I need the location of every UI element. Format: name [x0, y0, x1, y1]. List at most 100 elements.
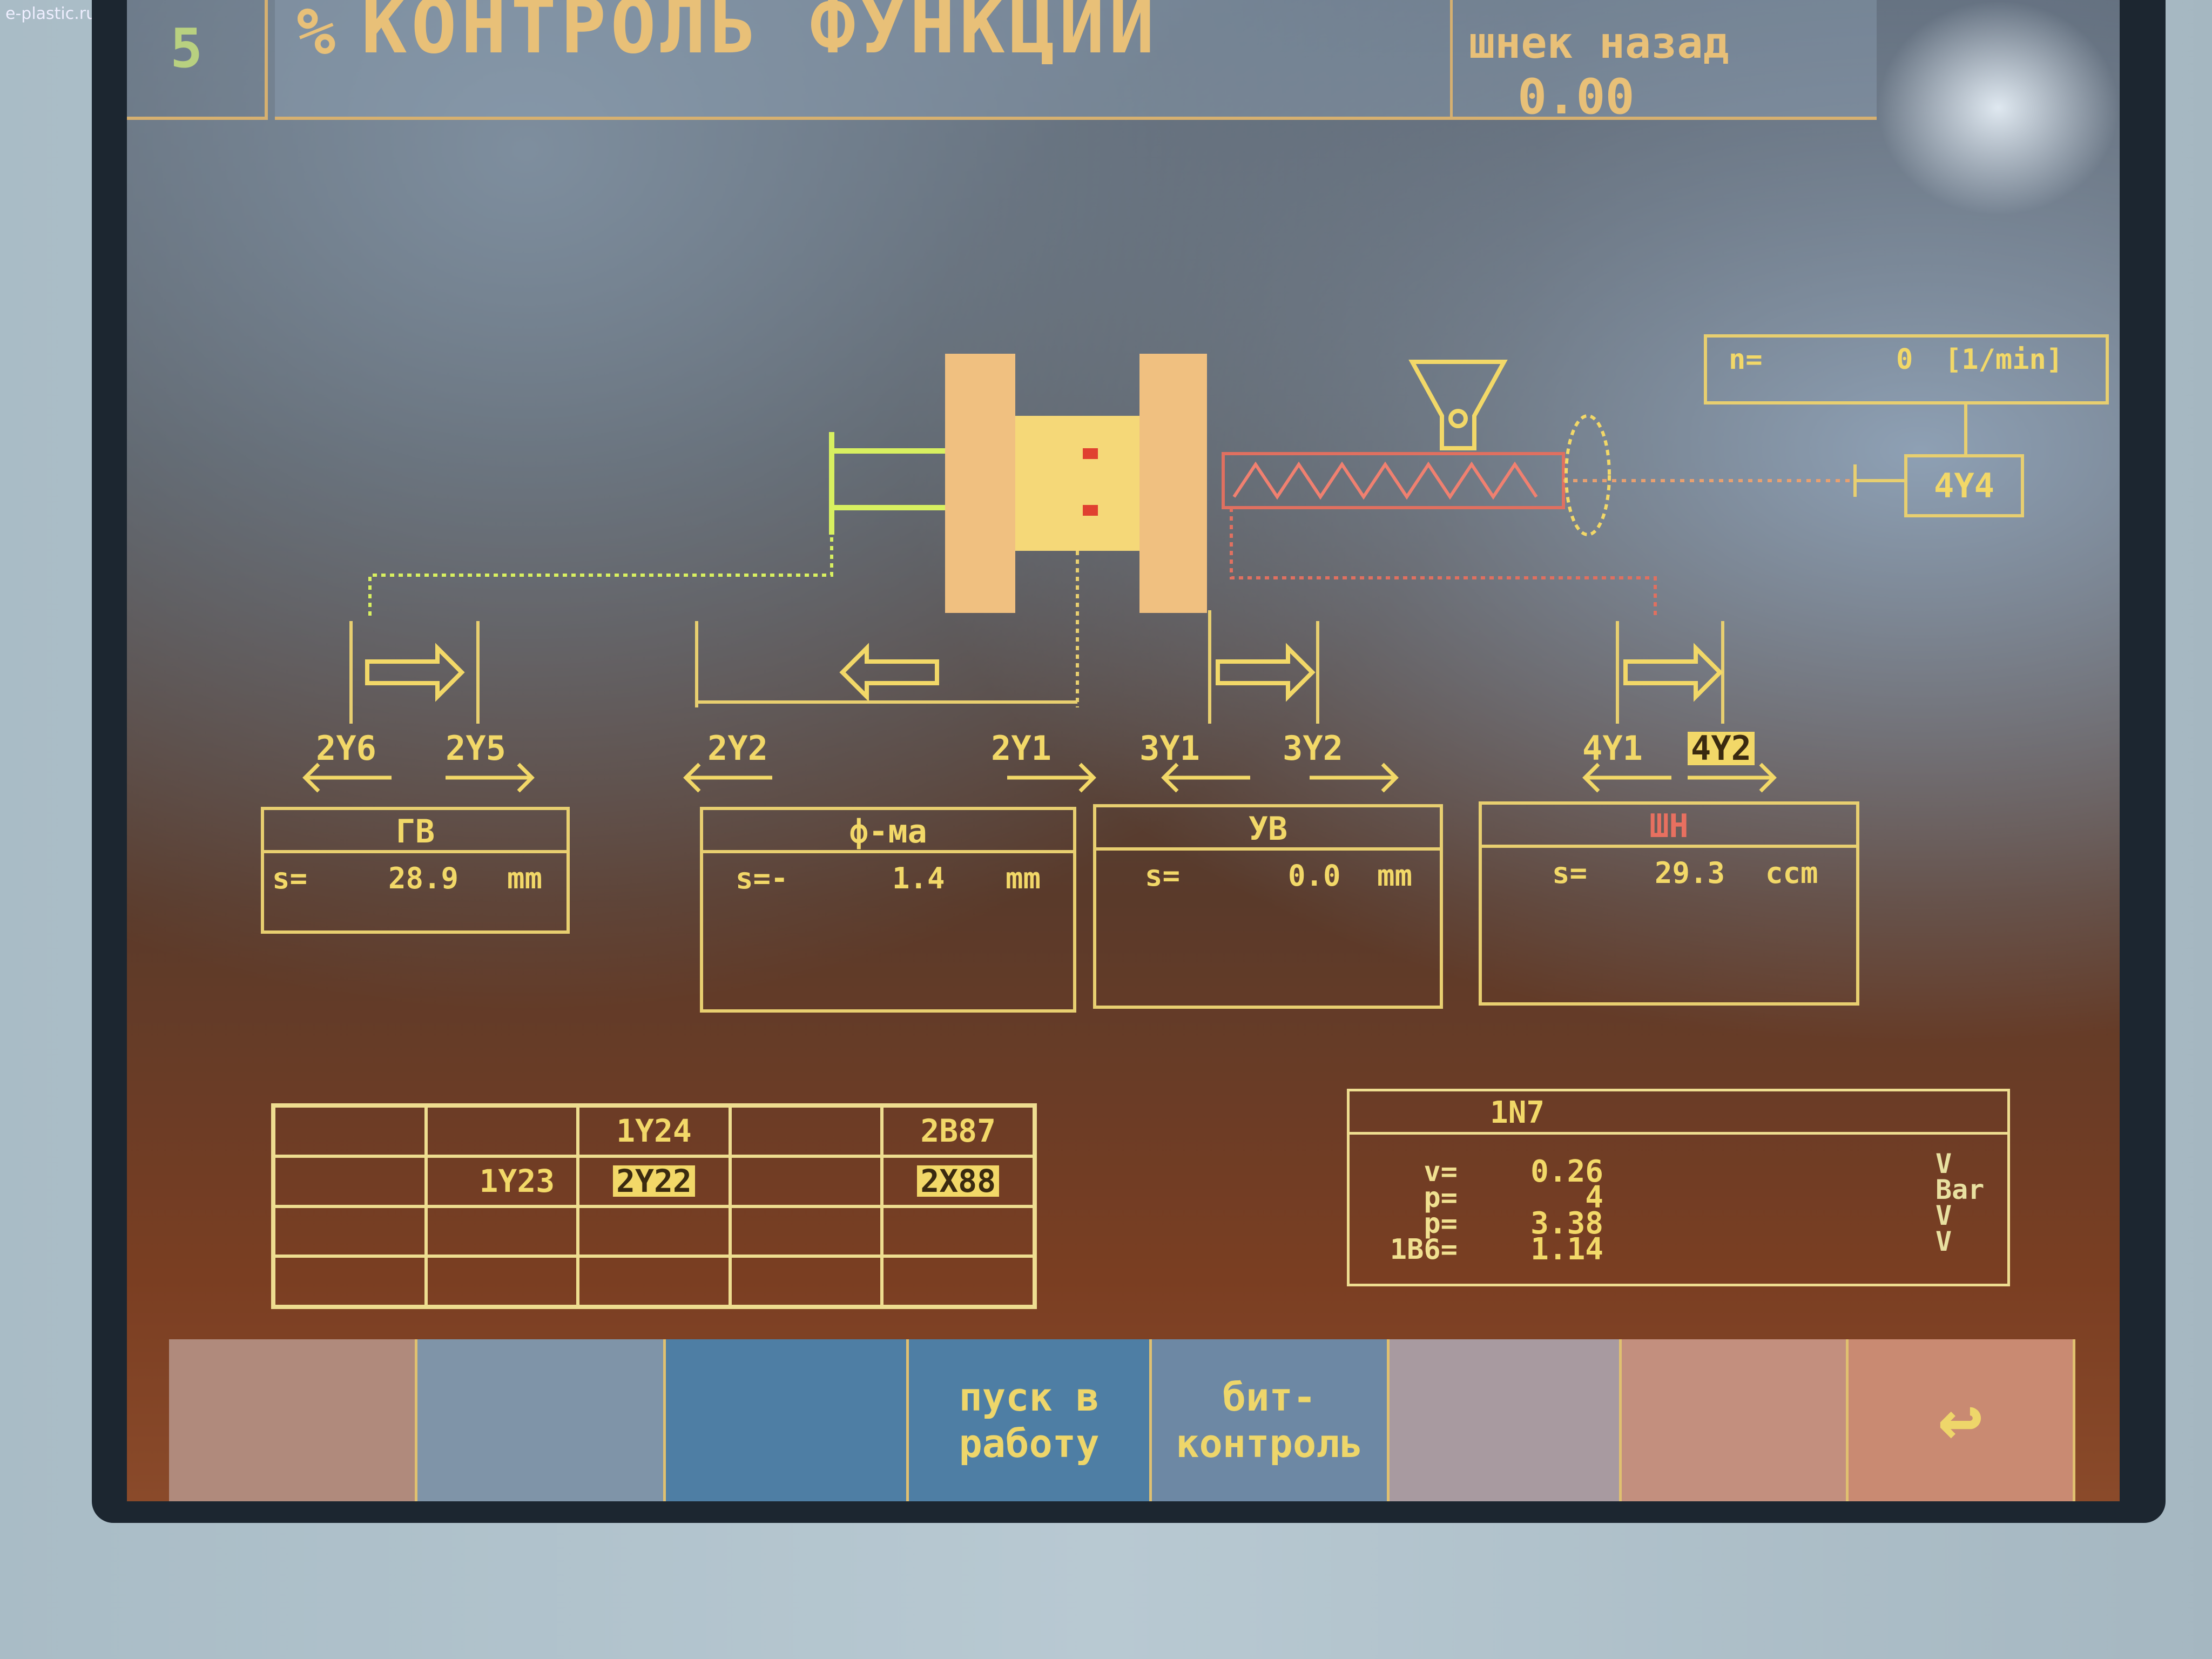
mould-arrow-left-icon [839, 643, 939, 702]
box-label: s= [272, 861, 308, 895]
sensor-unit-v: V [1936, 1148, 1952, 1179]
box-unit: mm [507, 861, 543, 895]
box-unit: mm [1006, 861, 1041, 895]
sensor-value-v: 0.26 [1530, 1154, 1603, 1189]
box-value: 0.0 [1288, 859, 1341, 893]
sensor-unit-bar: Bar [1936, 1174, 1985, 1205]
table-cell [426, 1206, 578, 1257]
sensor-title: 1N7 [1490, 1095, 1545, 1130]
sensor-values: 0.26 4 3.38 1.14 [1495, 1154, 1603, 1265]
table-cell: 2Y22 [578, 1156, 730, 1206]
box-label: s=- [736, 861, 788, 895]
sensor-labels: v= p= p= 1B6= [1366, 1156, 1458, 1264]
table-cell [882, 1256, 1034, 1306]
fixed-platen [1139, 354, 1207, 613]
carriage-box: УВ s= 0.0 mm [1093, 804, 1443, 1009]
moving-platen [945, 354, 1015, 613]
sensor-unit-v3: V [1936, 1226, 1952, 1257]
valve-4y4-box: 4Y4 [1904, 454, 2024, 517]
table-cell [274, 1106, 426, 1156]
sensor-unit-v2: V [1936, 1200, 1952, 1231]
softkey-back[interactable]: ↩ [1849, 1339, 2075, 1501]
page-title: КОНТРОЛЬ ФУНКЦИЙ [361, 0, 1159, 71]
box-title: ГВ [264, 810, 567, 853]
table-cell [730, 1156, 882, 1206]
box-unit: mm [1377, 859, 1413, 893]
table-cell [274, 1156, 426, 1206]
table-cell [274, 1256, 426, 1306]
rpm-value: 0 [1896, 343, 1913, 376]
valve-4y4-label: 4Y4 [1934, 466, 1994, 505]
box-value: 29.3 [1655, 856, 1725, 890]
table-cell [882, 1206, 1034, 1257]
hmi-screen: 5 % КОНТРОЛЬ ФУНКЦИЙ шнек назад 0.00 n= … [127, 0, 2120, 1501]
sensor-units: V Bar V V [1936, 1148, 1985, 1257]
box-value: 28.9 [388, 861, 459, 895]
direction-arrows [365, 643, 1723, 702]
rpm-label: n= [1729, 343, 1763, 376]
softkey-6[interactable] [1390, 1339, 1622, 1501]
table-cell [274, 1206, 426, 1257]
table-cell: 1Y24 [578, 1106, 730, 1156]
table-cell [578, 1206, 730, 1257]
clamp-box: ГВ s= 28.9 mm [261, 807, 570, 934]
table-cell [730, 1206, 882, 1257]
valve-4y4-connector [1853, 404, 1967, 497]
table-cell [730, 1256, 882, 1306]
screw-back-label: шнек назад [1469, 18, 1729, 68]
valve-2y6: 2Y6 [316, 729, 376, 768]
injection-barrel [1222, 452, 1855, 509]
box-label: s= [1145, 859, 1181, 893]
screw-box: ШН s= 29.3 ccm [1479, 801, 1859, 1006]
table-cell [730, 1106, 882, 1156]
sensor-value-p-volt: 3.38 [1530, 1206, 1603, 1241]
table-cell [578, 1256, 730, 1306]
screw-arrow-right-icon [1623, 643, 1723, 702]
mould-box: ф-ма s=- 1.4 mm [700, 807, 1076, 1013]
table-cell [426, 1106, 578, 1156]
softkey-start-operation[interactable]: пуск в работу [909, 1339, 1152, 1501]
mould-indicator [1083, 448, 1098, 459]
hopper-icon [1408, 360, 1508, 450]
return-arrow-icon: ↩ [1938, 1376, 1984, 1464]
io-2y22-active: 2Y22 [613, 1165, 695, 1197]
feedback-lines [368, 508, 1657, 707]
rpm-box: n= 0 [1/min] [1704, 334, 2109, 404]
valve-4y1: 4Y1 [1582, 729, 1643, 768]
valve-3y2: 3Y2 [1283, 729, 1343, 768]
box-value: 1.4 [892, 861, 945, 895]
sensor-1n7-box: 1N7 v= p= p= 1B6= 0.26 4 3.38 1.14 V Bar… [1347, 1089, 2010, 1286]
softkey-2[interactable] [417, 1339, 666, 1501]
sensor-label-p-volt: p= [1424, 1208, 1458, 1240]
sensor-label-v: v= [1424, 1156, 1458, 1188]
clamp-cylinder [829, 432, 948, 535]
softkey-1[interactable] [169, 1339, 417, 1501]
mould [1015, 416, 1139, 551]
softkey-7[interactable] [1622, 1339, 1849, 1501]
screw-back-cell: шнек назад 0.00 [1453, 0, 1877, 125]
io-1y24: 1Y24 [616, 1112, 692, 1150]
glare [1877, 0, 2120, 216]
page-number-cell: 5 [127, 0, 268, 120]
softkey-3[interactable] [666, 1339, 909, 1501]
screw-back-value: 0.00 [1518, 69, 1635, 125]
machine-diagram [302, 354, 1967, 793]
io-1y23: 1Y23 [479, 1163, 555, 1200]
table-cell: 1Y23 [426, 1156, 578, 1206]
io-table: 1Y24 2B87 1Y23 2Y22 2X88 [271, 1103, 1037, 1309]
sensor-label-p: p= [1424, 1182, 1458, 1214]
softkey-bit-control[interactable]: бит-контроль [1152, 1339, 1390, 1501]
box-title: ШН [1482, 805, 1856, 848]
valve-2y5: 2Y5 [446, 729, 506, 768]
table-cell: 2B87 [882, 1106, 1034, 1156]
table-cell: 2X88 [882, 1156, 1034, 1206]
rotation-icon [1564, 414, 1611, 536]
clamp-arrow-right-icon [365, 643, 465, 702]
table-cell [426, 1256, 578, 1306]
valve-arrows [302, 763, 1777, 793]
valve-2y1: 2Y1 [991, 729, 1051, 768]
valve-2y2: 2Y2 [707, 729, 768, 768]
carriage-arrow-right-icon [1216, 643, 1316, 702]
mould-indicator [1083, 505, 1098, 516]
axis-brackets [349, 610, 1724, 724]
